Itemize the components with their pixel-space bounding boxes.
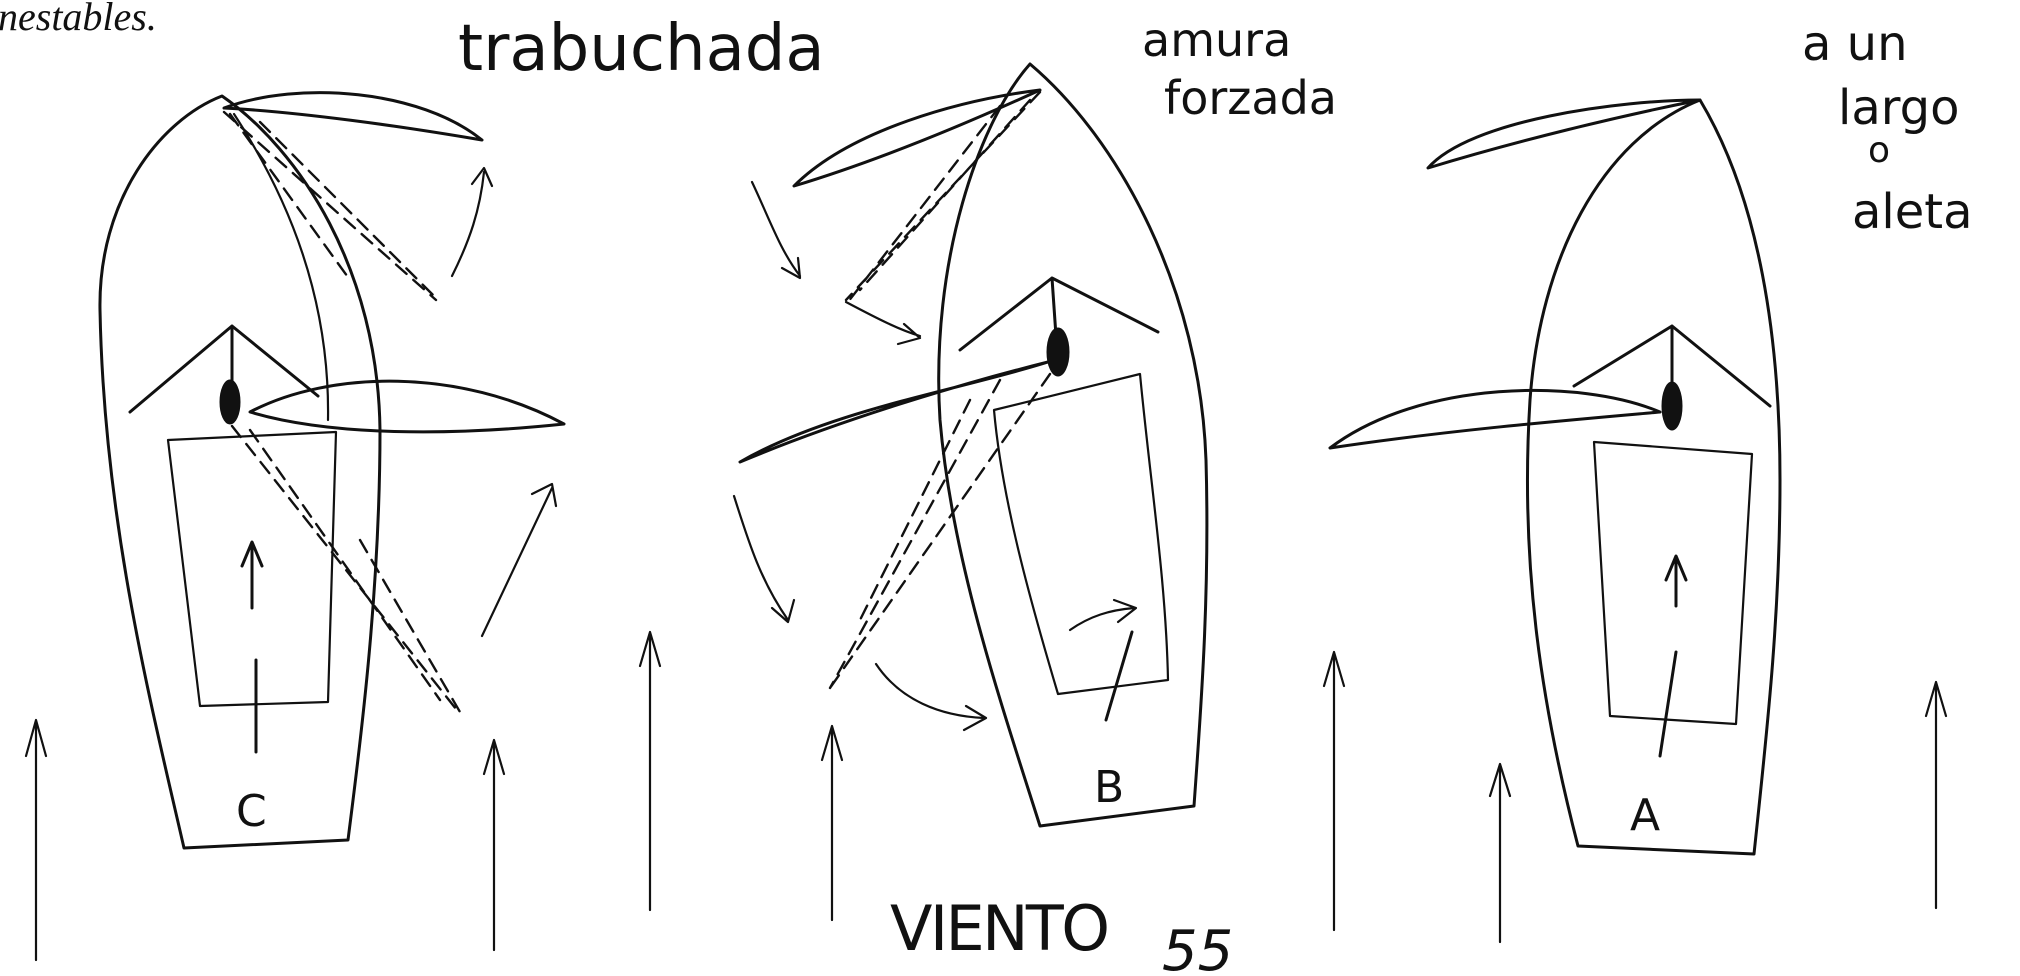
dashed-sheet-c1 xyxy=(224,112,436,300)
label-forzada: forzada xyxy=(1164,71,1337,125)
wind-arrow-6 xyxy=(1490,764,1510,942)
boat-a: A xyxy=(1330,100,1780,854)
jib-sheet-c xyxy=(234,114,328,420)
hull-a xyxy=(1527,100,1780,854)
page-number: 55 xyxy=(1162,919,1233,976)
curve-arrow-c2 xyxy=(482,484,556,636)
label-trabuchada: trabuchada xyxy=(458,12,825,86)
wind-arrow-5 xyxy=(1324,652,1344,930)
heading-arrow-a xyxy=(1666,556,1686,606)
dashed-sheet-c2 xyxy=(232,426,460,714)
heading-arrow-c xyxy=(242,542,262,608)
tiller-arrow-b xyxy=(1070,600,1136,630)
boom-c xyxy=(250,381,564,432)
tiller-b xyxy=(1106,632,1132,720)
caption-fragment: nestables. xyxy=(0,0,157,39)
curve-arrow-b2 xyxy=(846,302,920,344)
wind-arrow-7 xyxy=(1926,682,1946,908)
boom-a xyxy=(1330,390,1660,448)
wind-arrow-1 xyxy=(26,720,46,960)
hull-b xyxy=(939,64,1207,826)
cockpit-b xyxy=(994,374,1168,694)
tiller-a xyxy=(1660,652,1676,756)
wind-arrow-2 xyxy=(484,740,504,950)
jib-c xyxy=(224,93,482,140)
wind-arrow-4 xyxy=(822,726,842,920)
dashed-sheet-b1 xyxy=(846,92,1040,302)
boat-a-letter: A xyxy=(1630,790,1660,841)
mast-a xyxy=(1662,382,1682,430)
wind-label: VIENTO xyxy=(890,892,1110,965)
curve-arrow-b1 xyxy=(752,182,800,278)
boat-c-letter: C xyxy=(236,786,267,837)
label-o: o xyxy=(1868,130,1890,171)
mast-c xyxy=(220,380,240,424)
boat-c: C xyxy=(100,93,564,848)
cockpit-a xyxy=(1594,442,1752,724)
jib-a xyxy=(1428,100,1700,168)
mast-b xyxy=(1047,328,1069,376)
boom-b xyxy=(740,362,1048,462)
label-aleta: aleta xyxy=(1852,184,1973,240)
curve-arrow-c1 xyxy=(452,168,492,276)
boat-b-letter: B xyxy=(1094,762,1124,813)
curve-arrow-b4 xyxy=(876,664,986,730)
wind-arrow-3 xyxy=(640,632,660,910)
label-a-un: a un xyxy=(1802,16,1908,72)
hull-c xyxy=(100,96,380,848)
boat-b: B xyxy=(734,64,1207,826)
curve-arrow-b3 xyxy=(734,496,794,622)
label-largo: largo xyxy=(1838,80,1959,136)
label-amura: amura xyxy=(1142,13,1291,67)
